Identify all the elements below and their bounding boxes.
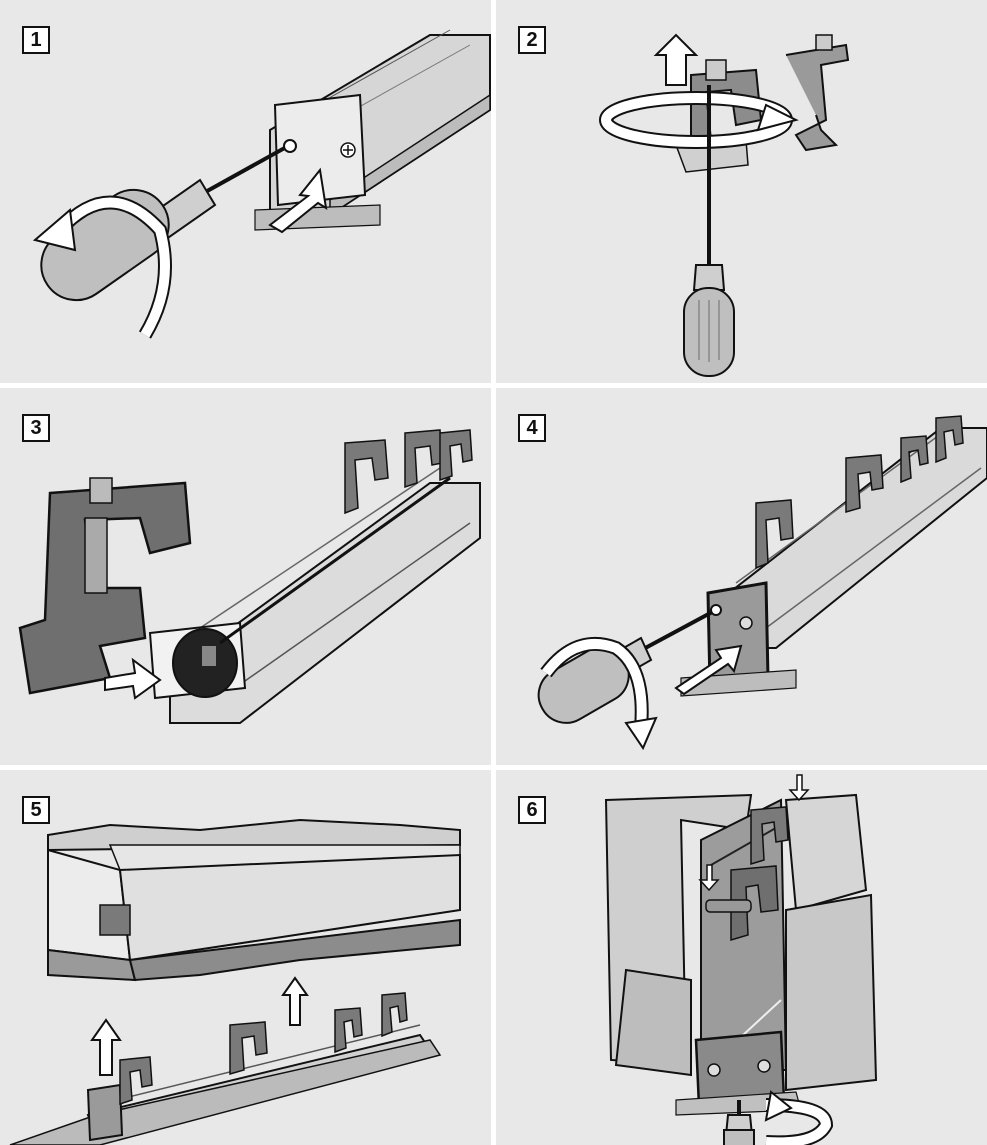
pull-arrow-icon xyxy=(268,167,328,234)
rotate-arrow-icon xyxy=(756,103,799,132)
clamp xyxy=(900,435,929,484)
clamp xyxy=(755,499,794,570)
right-beam xyxy=(785,893,878,1092)
step-number-badge: 6 xyxy=(518,796,546,824)
screw-icon xyxy=(739,616,753,630)
clamp-right xyxy=(785,43,850,152)
step-2-illustration xyxy=(599,33,850,377)
end-cap xyxy=(86,1083,124,1142)
step-number-badge: 2 xyxy=(518,26,546,54)
clamp xyxy=(381,992,408,1038)
step-1-illustration xyxy=(32,29,491,339)
rotate-arrow-icon xyxy=(624,716,658,751)
down-arrow-icon xyxy=(698,864,720,892)
beam-bottom-flange xyxy=(128,918,461,982)
down-arrow-icon xyxy=(788,774,810,802)
clamp xyxy=(229,1021,268,1075)
up-arrow-icon xyxy=(653,33,699,86)
clamp xyxy=(439,429,473,482)
insert-arrow-icon xyxy=(104,657,162,700)
clamp xyxy=(119,1056,153,1106)
screwdriver-handle xyxy=(723,1129,755,1145)
step-2-panel: 2 xyxy=(496,0,987,383)
step-5-illustration xyxy=(9,818,461,1145)
step-4-illustration xyxy=(537,415,987,751)
step-6-panel: 6 xyxy=(496,770,987,1145)
step-6-illustration xyxy=(604,774,878,1145)
clamp xyxy=(730,865,779,942)
step-5-panel: 5 xyxy=(0,770,491,1145)
up-arrow-icon xyxy=(281,976,309,1026)
screw-icon xyxy=(757,1059,771,1073)
clamp xyxy=(845,454,884,513)
step-1-panel: 1 xyxy=(0,0,491,383)
clamp xyxy=(334,1007,363,1054)
step-4-panel: 4 xyxy=(496,388,987,765)
step-number-badge: 4 xyxy=(518,414,546,442)
step-number-badge: 3 xyxy=(22,414,50,442)
clamp xyxy=(750,806,789,866)
rotate-arrow-icon xyxy=(32,208,77,252)
push-arrow-icon xyxy=(674,644,743,696)
clamp xyxy=(344,439,389,515)
step-number-badge: 1 xyxy=(22,26,50,54)
step-3-panel: 3 xyxy=(0,388,491,765)
screw-icon xyxy=(707,1063,721,1077)
mounting-rail xyxy=(169,482,481,724)
rotate-arrow-icon xyxy=(764,1090,793,1122)
step-3-illustration xyxy=(18,429,481,724)
step-number-badge: 5 xyxy=(22,796,50,824)
end-cap xyxy=(273,93,367,207)
clamp xyxy=(935,415,964,464)
up-arrow-icon xyxy=(90,1018,122,1076)
